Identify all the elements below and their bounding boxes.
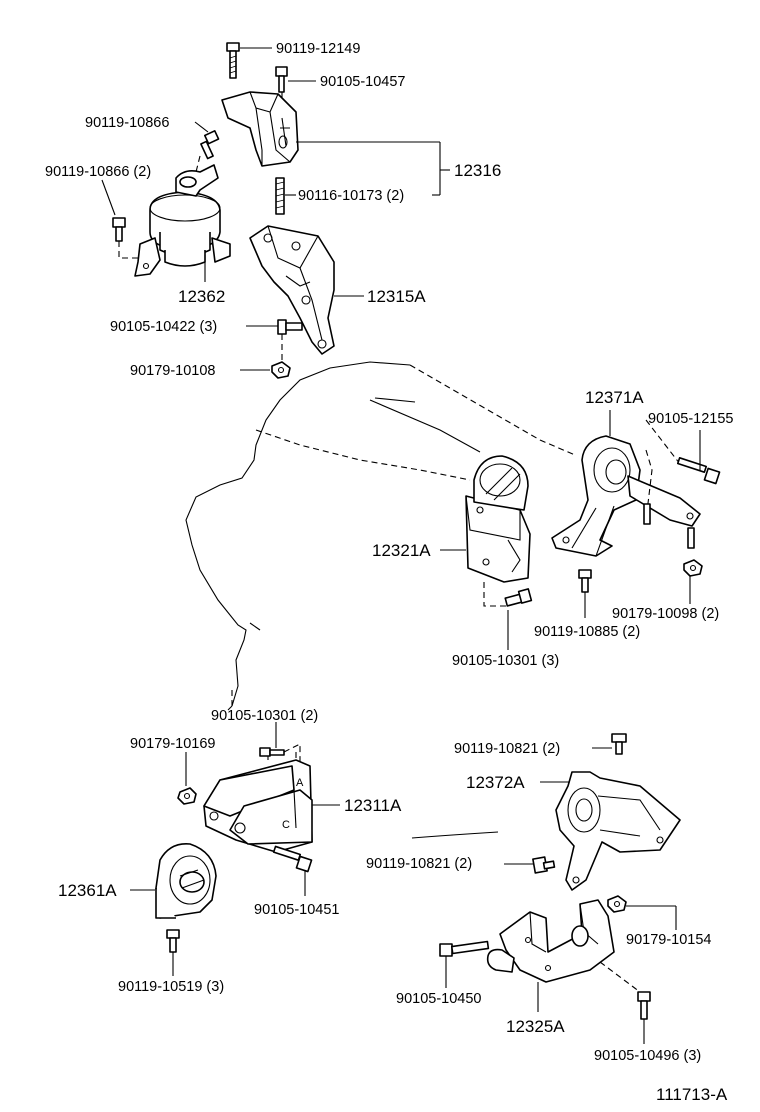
- nut-90179-10169: [177, 787, 197, 805]
- bolt-90119-10821-lower: [532, 856, 556, 874]
- bracket-12315A: [249, 225, 335, 355]
- label-90116-10173: 90116-10173 (2): [298, 188, 404, 204]
- label-90105-10496: 90105-10496 (3): [594, 1048, 701, 1064]
- bolt-90119-10866-pair: [112, 217, 126, 242]
- mount-12362: [134, 164, 231, 277]
- label-90179-10169: 90179-10169: [130, 736, 215, 752]
- bolt-90119-10866: [200, 130, 220, 160]
- label-12315A: 12315A: [367, 287, 426, 306]
- label-90119-10885: 90119-10885 (2): [534, 624, 640, 640]
- label-90105-10451: 90105-10451: [254, 902, 339, 918]
- bolt-90105-10422: [277, 319, 303, 335]
- bolt-90105-10457: [275, 66, 288, 93]
- bolt-90105-10301-triple: [504, 588, 533, 607]
- mount-12361A: [155, 843, 217, 919]
- label-90119-12149: 90119-12149: [276, 41, 360, 57]
- label-12372A: 12372A: [466, 773, 525, 792]
- bolt-90105-10301-pair: [259, 747, 285, 757]
- bracket-12311A: A C: [203, 759, 313, 853]
- callout-labels: 90119-12149 90105-10457 90119-10866 9011…: [45, 41, 733, 1104]
- stud-12371A: [643, 503, 695, 549]
- nut-90179-10098: [683, 559, 703, 577]
- stud-90116-10173: [275, 177, 285, 215]
- label-90105-10301-pair: 90105-10301 (2): [211, 708, 318, 724]
- label-90179-10098: 90179-10098 (2): [612, 606, 719, 622]
- mount-12372A: [555, 771, 681, 891]
- bolt-90119-12149: [226, 42, 240, 79]
- label-90119-10821-lower: 90119-10821 (2): [366, 856, 472, 872]
- label-12361A: 12361A: [58, 881, 117, 900]
- label-90105-12155: 90105-12155: [648, 411, 733, 427]
- nut-90179-10154: [607, 895, 627, 913]
- bolt-90105-10450: [439, 940, 490, 957]
- svg-text:C: C: [282, 819, 290, 831]
- nut-90179-10108: [271, 361, 291, 379]
- bolt-90105-10451: [272, 845, 313, 873]
- label-90105-10450: 90105-10450: [396, 991, 481, 1007]
- engine-outline: [185, 361, 576, 839]
- label-90105-10457: 90105-10457: [320, 74, 405, 90]
- bolt-90105-12155: [676, 457, 721, 485]
- bolt-90119-10885: [578, 569, 592, 593]
- label-12371A: 12371A: [585, 388, 644, 407]
- label-12321A: 12321A: [372, 541, 431, 560]
- label-90119-10821-upper: 90119-10821 (2): [454, 741, 560, 757]
- label-90179-10154: 90179-10154: [626, 932, 711, 948]
- label-90119-10866: 90119-10866: [85, 115, 169, 131]
- label-90105-10422: 90105-10422 (3): [110, 319, 217, 335]
- label-12311A: 12311A: [344, 796, 402, 815]
- label-12316: 12316: [454, 161, 501, 180]
- bracket-12325A: [486, 899, 615, 983]
- label-90119-10519: 90119-10519 (3): [118, 979, 224, 995]
- bolt-90119-10519: [166, 929, 180, 953]
- label-90179-10108: 90179-10108: [130, 363, 215, 379]
- bolt-90105-10496: [637, 991, 651, 1020]
- label-90119-10866-pair: 90119-10866 (2): [45, 164, 151, 180]
- svg-text:A: A: [296, 777, 304, 789]
- bolt-90119-10821-upper: [611, 733, 627, 755]
- label-12362: 12362: [178, 287, 225, 306]
- bracket-12316: [221, 91, 299, 167]
- diagram-reference-code: 111713-A: [656, 1085, 728, 1104]
- mount-12371A: [551, 435, 701, 557]
- label-12325A: 12325A: [506, 1017, 565, 1036]
- label-90105-10301-triple: 90105-10301 (3): [452, 653, 559, 669]
- bracket-12321A: [465, 455, 531, 583]
